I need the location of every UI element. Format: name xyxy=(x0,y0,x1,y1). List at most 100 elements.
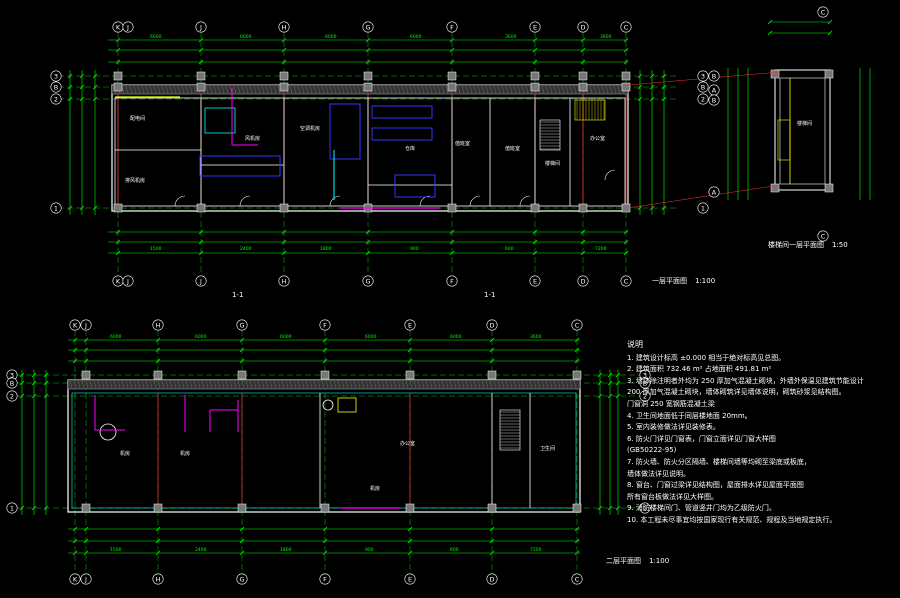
hatch xyxy=(169,380,173,389)
hatch xyxy=(497,85,501,94)
ahu-unit xyxy=(371,105,433,119)
hatch xyxy=(421,85,425,94)
axis-bubble-bottom xyxy=(236,573,248,585)
note-line: 5. 室内装修做法详见装修表。 xyxy=(627,423,720,432)
hatch xyxy=(505,85,509,94)
hatch xyxy=(185,85,189,94)
column xyxy=(447,71,457,81)
axis-bubble-bottom xyxy=(486,319,498,331)
hatch xyxy=(381,85,385,94)
dim-tick xyxy=(449,37,455,43)
dim-tick xyxy=(365,37,371,43)
hatch xyxy=(477,380,481,389)
hatch xyxy=(569,380,573,389)
axis-bubble-label: B xyxy=(701,83,705,91)
hatch xyxy=(173,85,177,94)
column xyxy=(578,71,588,81)
hatch xyxy=(517,380,521,389)
axis-bubble-label: J xyxy=(84,575,87,583)
hatch xyxy=(301,85,305,94)
note-line: 1. 建筑设计标高 ±0.000 相当于绝对标高见总图。 xyxy=(627,353,786,362)
axis-bubble-label: J xyxy=(199,23,202,31)
axis-bubble-top xyxy=(446,275,458,287)
hatch xyxy=(573,85,577,94)
detail-bubble xyxy=(708,94,720,106)
dim-label: 3600 xyxy=(505,34,517,40)
axis-bubble-label: E xyxy=(533,23,537,31)
note-line: 4. 卫生间地面低于同层楼地面 20mm。 xyxy=(627,411,752,420)
axis-bubble-row xyxy=(50,202,62,214)
dim-tick xyxy=(407,550,413,556)
stair xyxy=(539,119,561,151)
hatch xyxy=(301,380,305,389)
ahu-unit xyxy=(329,103,361,160)
hatch xyxy=(297,85,301,94)
column xyxy=(279,71,289,81)
hatch xyxy=(157,380,161,389)
fan-unit xyxy=(204,107,236,134)
dim-tick xyxy=(72,550,78,556)
door-swing xyxy=(174,195,186,207)
hatch xyxy=(509,85,513,94)
hatch xyxy=(525,380,529,389)
hatch xyxy=(589,85,593,94)
column xyxy=(770,69,780,79)
column xyxy=(572,370,582,380)
hatch xyxy=(601,85,605,94)
hatch xyxy=(133,85,137,94)
axis-bubble-label: A xyxy=(712,188,717,196)
dim-tick xyxy=(615,505,621,511)
stair-upper xyxy=(574,99,606,121)
hatch xyxy=(385,380,389,389)
hatch xyxy=(269,85,273,94)
axis-bubble-label: B xyxy=(712,72,716,80)
section-mark-left: 1-1 xyxy=(232,291,244,299)
axis-bubble-label: 1 xyxy=(10,504,14,512)
column xyxy=(824,69,834,79)
ahu-unit xyxy=(371,127,433,141)
column xyxy=(530,71,540,81)
column xyxy=(572,503,582,513)
column xyxy=(363,71,373,81)
note-line: 门窗洞 250 宽钢筋混凝土梁 xyxy=(627,399,715,408)
hatch xyxy=(225,380,229,389)
axis-bubble-label: F xyxy=(323,321,327,329)
note-line: 9. 消防楼梯间门、管道竖井门均为乙级防火门。 xyxy=(627,504,776,513)
hatch xyxy=(465,380,469,389)
note-line: 8. 窗台、门窗过梁详见结构图，屋面排水详见屋面平面图 xyxy=(627,481,804,490)
hatch xyxy=(317,380,321,389)
hatch xyxy=(397,380,401,389)
hatch xyxy=(457,380,461,389)
hatch xyxy=(461,85,465,94)
hatch xyxy=(449,380,453,389)
axis-bubble-bottom xyxy=(404,573,416,585)
hatch xyxy=(225,85,229,94)
axis-bubble-top xyxy=(362,21,374,33)
dim-label: 900 xyxy=(410,246,419,252)
column xyxy=(237,370,247,380)
dim-label: 6000 xyxy=(280,334,292,340)
hatch xyxy=(113,380,117,389)
hatch xyxy=(541,380,545,389)
dim-tick xyxy=(31,372,37,378)
hatch xyxy=(417,380,421,389)
hatch xyxy=(205,85,209,94)
axis-bubble-row-b xyxy=(639,502,651,514)
hatch xyxy=(333,380,337,389)
hatch xyxy=(309,380,313,389)
axis-bubble-label: C xyxy=(624,23,629,31)
column xyxy=(196,71,206,81)
column xyxy=(487,370,497,380)
room-label: 机房 xyxy=(120,450,130,457)
hatch xyxy=(309,85,313,94)
hatch xyxy=(237,380,241,389)
hatch xyxy=(593,85,597,94)
axis-bubble-bottom xyxy=(486,573,498,585)
room-label: 办公室 xyxy=(590,135,605,142)
column xyxy=(113,71,123,81)
hatch xyxy=(609,85,613,94)
hatch xyxy=(525,85,529,94)
